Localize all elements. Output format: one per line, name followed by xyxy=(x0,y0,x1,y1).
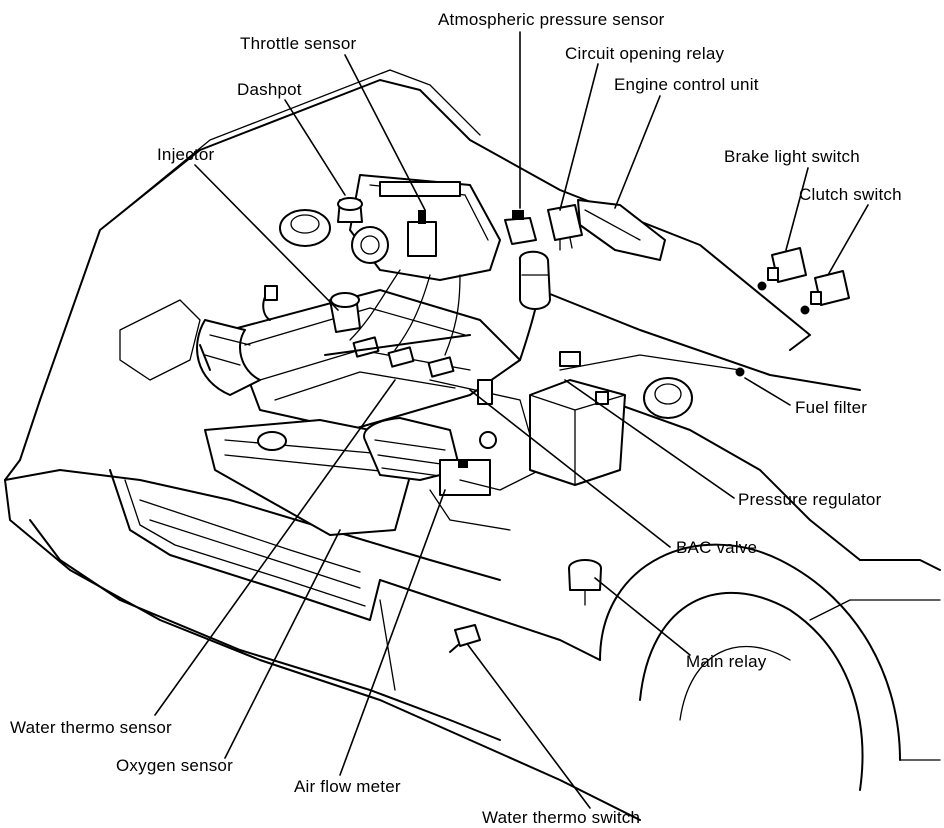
bac-valve-part xyxy=(519,250,551,361)
engine-control-unit-part xyxy=(577,199,666,261)
leader-brake-light-switch xyxy=(785,167,809,251)
label-brake-light-switch: Brake light switch xyxy=(724,147,860,166)
leader-pressure-regulator xyxy=(564,379,735,499)
label-fuel-filter: Fuel filter xyxy=(795,398,868,417)
leader-water-thermo-sensor xyxy=(154,379,396,716)
label-pressure-regulator: Pressure regulator xyxy=(738,490,882,509)
leader-dashpot xyxy=(284,99,346,196)
brake-light-switch-part xyxy=(757,247,807,291)
label-dashpot: Dashpot xyxy=(237,80,302,99)
leader-throttle-sensor xyxy=(344,54,426,211)
leader-engine-control-unit xyxy=(614,95,661,209)
car-body xyxy=(4,69,941,821)
main-relay-part xyxy=(568,559,602,606)
label-throttle-sensor: Throttle sensor xyxy=(240,34,357,53)
leader-lines xyxy=(154,31,869,809)
leader-main-relay xyxy=(594,577,691,656)
label-clutch-switch: Clutch switch xyxy=(799,185,902,204)
label-water-thermo-sensor: Water thermo sensor xyxy=(10,718,172,737)
fuel-filter-part xyxy=(735,367,745,377)
label-main-relay: Main relay xyxy=(686,652,767,671)
clutch-switch-part xyxy=(800,270,850,315)
circuit-opening-relay-part xyxy=(547,204,583,251)
battery-part xyxy=(529,351,626,486)
fuel-line xyxy=(559,354,741,371)
engine-assembly xyxy=(119,174,541,536)
label-bac-valve: BAC valve xyxy=(676,538,758,557)
leader-oxygen-sensor xyxy=(224,529,341,759)
label-atmospheric-pressure-sensor: Atmospheric pressure sensor xyxy=(438,10,665,29)
label-water-thermo-switch: Water thermo switch xyxy=(482,808,641,827)
label-engine-control-unit: Engine control unit xyxy=(614,75,759,94)
leader-injector xyxy=(194,164,339,311)
leader-fuel-filter xyxy=(744,377,791,406)
label-injector: Injector xyxy=(157,145,215,164)
leader-water-thermo-switch xyxy=(467,644,591,809)
leader-air-flow-meter xyxy=(339,489,446,776)
label-air-flow-meter: Air flow meter xyxy=(294,777,401,796)
leader-bac-valve xyxy=(469,389,671,548)
leader-clutch-switch xyxy=(827,204,869,276)
leader-circuit-opening-relay xyxy=(559,63,599,211)
label-circuit-opening-relay: Circuit opening relay xyxy=(565,44,725,63)
water-thermo-switch-part xyxy=(449,624,481,653)
atmospheric-pressure-sensor-part xyxy=(504,210,537,245)
label-oxygen-sensor: Oxygen sensor xyxy=(116,756,233,775)
